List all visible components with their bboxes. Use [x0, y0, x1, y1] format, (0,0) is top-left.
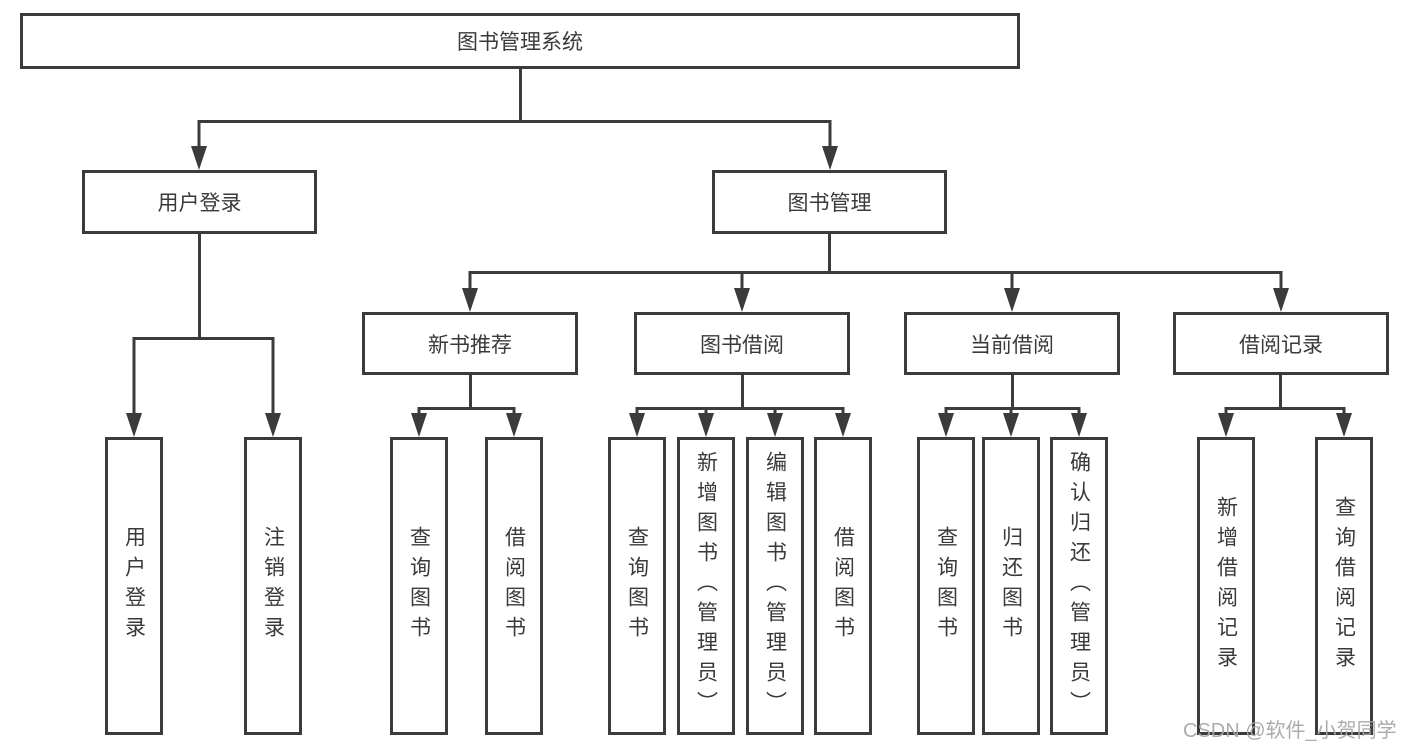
arrow-down-icon	[733, 271, 751, 312]
leaf-query-books-current: 查询图书	[917, 437, 975, 735]
connector-user-login-bus	[134, 337, 273, 340]
node-borrow-records: 借阅记录	[1173, 312, 1389, 375]
leaf-borrow-books-label: 借阅图书	[831, 526, 855, 646]
leaf-add-borrow-record-label: 新增借阅记录	[1214, 496, 1238, 676]
leaf-user-login: 用户登录	[105, 437, 163, 735]
connector-new-book-bus	[419, 407, 514, 410]
node-book-borrow: 图书借阅	[634, 312, 850, 375]
leaf-edit-books-admin: 编辑图书（管理员）	[746, 437, 804, 735]
connector-root-bus	[199, 120, 831, 123]
arrow-down-icon	[937, 407, 955, 437]
csdn-watermark: CSDN @软件_小贺同学	[1183, 720, 1397, 742]
connector-book-management-stem	[828, 234, 831, 271]
leaf-query-borrow-record-label: 查询借阅记录	[1332, 496, 1356, 676]
node-current-borrow: 当前借阅	[904, 312, 1120, 375]
node-library-system: 图书管理系统	[20, 13, 1020, 69]
connector-user-login-stem	[198, 234, 201, 337]
arrow-down-icon	[190, 120, 208, 170]
connector-new-book-stem	[469, 375, 472, 407]
connector-book-management-bus	[470, 271, 1281, 274]
leaf-logout-login-label: 注销登录	[261, 526, 285, 646]
leaf-borrow-books-recommend: 借阅图书	[485, 437, 543, 735]
arrow-down-icon	[697, 407, 715, 437]
leaf-logout-login: 注销登录	[244, 437, 302, 735]
arrow-down-icon	[766, 407, 784, 437]
leaf-borrow-books-recommend-label: 借阅图书	[502, 526, 526, 646]
leaf-query-books-recommend-label: 查询图书	[407, 526, 431, 646]
arrow-down-icon	[834, 407, 852, 437]
connector-book-borrow-stem	[741, 375, 744, 407]
arrow-down-icon	[461, 271, 479, 312]
node-library-system-label: 图书管理系统	[457, 31, 583, 54]
connector-root-stem	[519, 69, 522, 120]
arrow-down-icon	[1272, 271, 1290, 312]
leaf-add-books-admin-label: 新增图书（管理员）	[694, 451, 718, 721]
leaf-query-books-borrow-label: 查询图书	[625, 526, 649, 646]
leaf-query-books-current-label: 查询图书	[934, 526, 958, 646]
arrow-down-icon	[505, 407, 523, 437]
node-book-management-label: 图书管理	[787, 192, 872, 215]
node-user-login: 用户登录	[82, 170, 317, 234]
connector-current-borrow-stem	[1011, 375, 1014, 407]
node-book-borrow-label: 图书借阅	[700, 333, 784, 357]
arrow-down-icon	[1217, 407, 1235, 437]
connector-borrow-records-bus	[1226, 407, 1344, 410]
arrow-down-icon	[628, 407, 646, 437]
node-book-management: 图书管理	[712, 170, 947, 234]
leaf-return-books: 归还图书	[982, 437, 1040, 735]
arrow-down-icon	[1002, 407, 1020, 437]
node-user-login-label: 用户登录	[157, 192, 242, 215]
leaf-user-login-label: 用户登录	[122, 526, 146, 646]
leaf-confirm-return-admin-label: 确认归还（管理员）	[1067, 451, 1091, 721]
arrow-down-icon	[821, 120, 839, 170]
arrow-down-icon	[1070, 407, 1088, 437]
leaf-edit-books-admin-label: 编辑图书（管理员）	[763, 451, 787, 721]
arrow-down-icon	[1003, 271, 1021, 312]
connector-book-borrow-bus	[637, 407, 843, 410]
leaf-query-books-borrow: 查询图书	[608, 437, 666, 735]
arrow-down-icon	[264, 337, 282, 437]
leaf-query-borrow-record: 查询借阅记录	[1315, 437, 1373, 735]
leaf-return-books-label: 归还图书	[999, 526, 1023, 646]
node-new-book-recommend: 新书推荐	[362, 312, 578, 375]
connector-borrow-records-stem	[1279, 375, 1282, 407]
node-current-borrow-label: 当前借阅	[970, 333, 1054, 357]
node-new-book-recommend-label: 新书推荐	[428, 333, 512, 357]
leaf-add-books-admin: 新增图书（管理员）	[677, 437, 735, 735]
leaf-query-books-recommend: 查询图书	[390, 437, 448, 735]
leaf-confirm-return-admin: 确认归还（管理员）	[1050, 437, 1108, 735]
arrow-down-icon	[1335, 407, 1353, 437]
arrow-down-icon	[410, 407, 428, 437]
arrow-down-icon	[125, 337, 143, 437]
node-borrow-records-label: 借阅记录	[1239, 333, 1323, 357]
leaf-add-borrow-record: 新增借阅记录	[1197, 437, 1255, 735]
leaf-borrow-books: 借阅图书	[814, 437, 872, 735]
